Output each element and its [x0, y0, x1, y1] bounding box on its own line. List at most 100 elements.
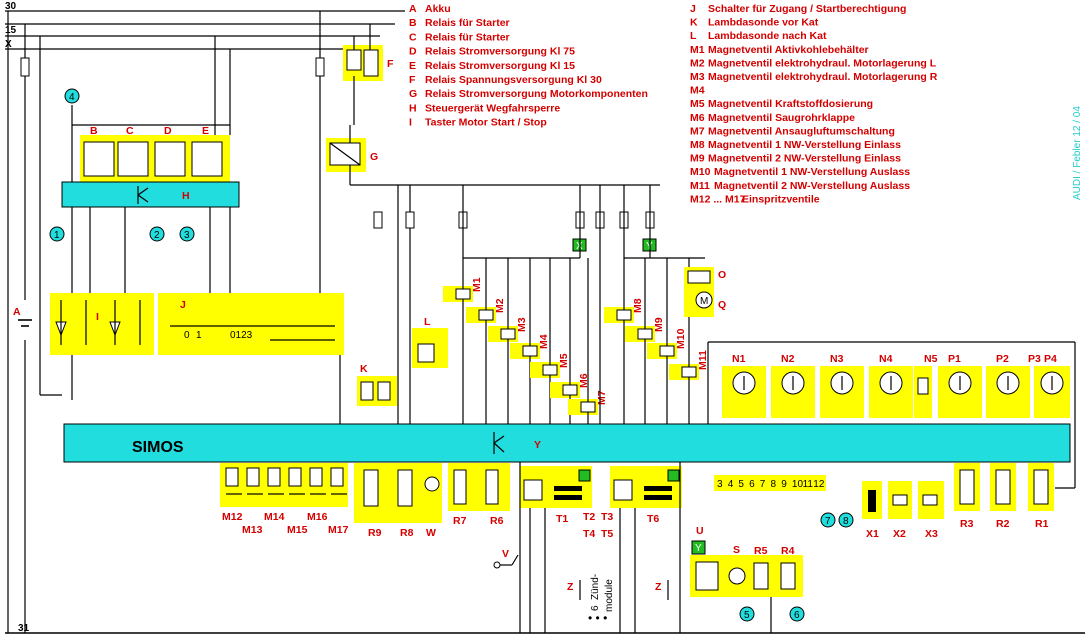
terminal-circle-number: 5	[744, 610, 750, 621]
legend-right-text: Magnetventil elektrohydraul. Motorlageru…	[708, 71, 938, 83]
label-k: K	[360, 363, 368, 375]
label-m1: M1	[471, 277, 483, 292]
legend-right-key: M1	[690, 44, 705, 56]
sensor-icon	[917, 377, 929, 395]
terminal-circle-number: 6	[794, 610, 800, 621]
relay-f: F	[343, 24, 394, 125]
valve-coil-m11	[681, 366, 697, 378]
legend-right-key: M12 ... M17	[690, 193, 746, 205]
valve-coil-m3	[500, 328, 516, 340]
label-m5: M5	[558, 353, 570, 368]
legend-left-text: Steuergerät Wegfahrsperre	[425, 102, 560, 114]
fuse-f	[315, 57, 325, 77]
legend-left-text: Relais Spannungsversorgung Kl 30	[425, 74, 602, 86]
legend-right-key: L	[690, 30, 697, 42]
legend-right-text: Magnetventil 1 NW-Verstellung Auslass	[714, 166, 910, 178]
label-t4: T4	[583, 528, 595, 540]
terminal-circle-number: 4	[69, 92, 75, 103]
connector-pin: 6	[749, 479, 755, 490]
terminal-circle-1	[49, 226, 65, 242]
label-r9: R9	[368, 527, 382, 539]
legend-right-key: M3	[690, 71, 705, 83]
connector-pin: 4	[728, 479, 734, 490]
connector-pin: 9	[781, 479, 787, 490]
label-r3: R3	[960, 518, 974, 530]
label-c: C	[126, 125, 134, 137]
ecu-simos: SIMOS Y	[63, 423, 1071, 463]
immobilizer-h: H	[61, 181, 240, 300]
terminal-circle-number: 3	[184, 230, 190, 241]
terminal-circle-6	[789, 606, 805, 622]
label-m9: M9	[653, 317, 665, 332]
label-o: O	[718, 269, 726, 281]
legend-right-text: Magnetventil Saugrohrklappe	[708, 112, 855, 124]
switch-v-and-zuend: V Z Z 6 Zünd- module • • •	[493, 548, 662, 625]
label-m15: M15	[287, 524, 308, 536]
group-r9-r8-w: R9 R8 W	[354, 463, 442, 539]
terminal-circle-2	[149, 226, 165, 242]
legend-right-key: M5	[690, 98, 705, 110]
terminal-circle-number: 1	[54, 230, 60, 241]
lambda-sensors: K L	[357, 185, 448, 424]
label-z2: Z	[655, 581, 662, 593]
legend-left-key: A	[409, 3, 417, 15]
relays-bcde: B C D E	[71, 36, 231, 400]
terminal-circle-number: 2	[154, 230, 160, 241]
label-u: U	[696, 525, 704, 537]
zuend-word1: Zünd-	[590, 574, 601, 600]
valve-coil-m8	[616, 309, 632, 321]
legend-right-key: M8	[690, 139, 705, 151]
legend-right-key: M11	[690, 180, 710, 192]
relay-o-pump-q: M O Q	[684, 267, 726, 317]
label-r8: R8	[400, 527, 414, 539]
group-u-s-r5-r4: Y U S R5 R4	[690, 525, 803, 597]
group-r7-r6: R7 R6	[448, 463, 510, 527]
label-x3: X3	[925, 528, 938, 540]
label-r5: R5	[754, 545, 768, 557]
legend-left-text: Relais für Starter	[425, 31, 510, 43]
ground-wires	[519, 462, 772, 633]
legend-left-text: Akku	[425, 3, 451, 15]
legend-left-key: H	[409, 102, 417, 114]
label-m8: M8	[632, 298, 644, 313]
label-a: A	[13, 306, 21, 318]
green-y-u: Y	[695, 543, 702, 554]
injector-coil	[330, 467, 344, 487]
injector-box	[220, 463, 348, 507]
legend-right-text: Magnetventil 1 NW-Verstellung Einlass	[708, 139, 901, 151]
label-z1: Z	[567, 581, 574, 593]
zuend-dots: • • •	[588, 611, 607, 625]
legend-right-key: M9	[690, 153, 705, 165]
legend-left-key: C	[409, 31, 417, 43]
connector-pin: 11	[803, 479, 814, 490]
valve-coil-m9	[637, 328, 653, 340]
rail-31-label: 31	[18, 623, 30, 634]
label-f: F	[387, 58, 394, 70]
label-n2: N2	[781, 353, 795, 365]
group-x: X1 X2 X3	[862, 481, 944, 540]
legend-right-text: Einspritzventile	[742, 193, 820, 205]
legend-left-text: Relais Stromversorgung Kl 15	[425, 60, 575, 72]
j-pos-0: 0	[184, 330, 190, 341]
label-r2: R2	[996, 518, 1010, 530]
pump-m: M	[700, 296, 708, 307]
label-m17: M17	[328, 524, 349, 536]
fuse-row: X Y	[458, 185, 705, 424]
label-j: J	[180, 299, 186, 311]
legend-right-key: J	[690, 3, 696, 15]
legend-right-key: K	[690, 17, 698, 29]
fuse-a	[20, 57, 30, 77]
label-n5: N5	[924, 353, 938, 365]
label-t5: T5	[601, 528, 613, 540]
label-n1: N1	[732, 353, 746, 365]
zuend-count: 6	[590, 605, 601, 611]
label-m7: M7	[596, 390, 608, 405]
label-m16: M16	[307, 511, 328, 523]
label-d: D	[164, 125, 172, 137]
connector-pin: 8	[771, 479, 777, 490]
